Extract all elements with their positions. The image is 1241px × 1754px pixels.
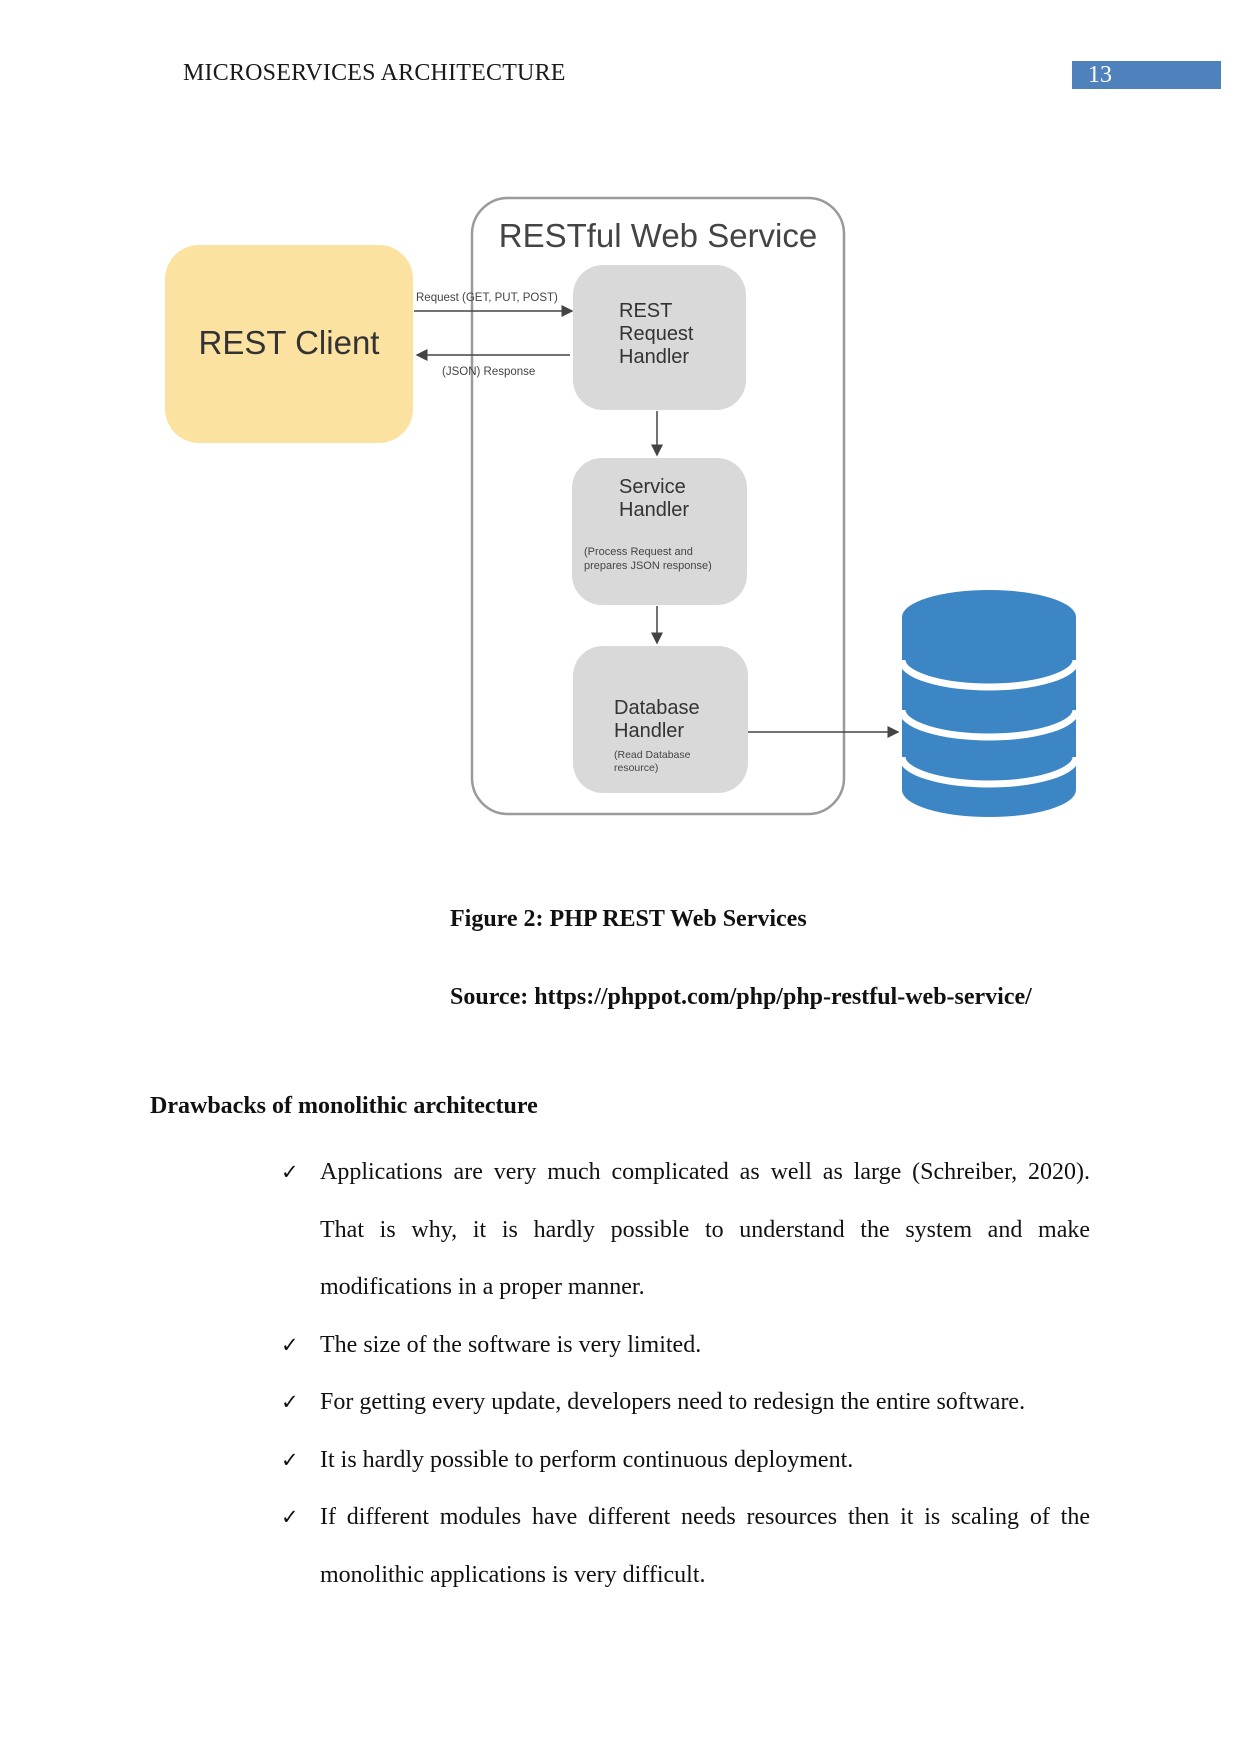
check-icon: ✓: [281, 1390, 299, 1414]
list-item-text: It is hardly possible to perform continu…: [320, 1446, 854, 1473]
list-item: ✓ For getting every update, developers n…: [280, 1374, 1090, 1432]
drawbacks-list: ✓ Applications are very much complicated…: [280, 1144, 1090, 1604]
figure-caption: Figure 2: PHP REST Web Services: [450, 906, 807, 932]
rest-client-box: [165, 245, 413, 443]
check-icon: ✓: [281, 1332, 299, 1357]
section-heading: Drawbacks of monolithic architecture: [150, 1093, 538, 1119]
list-item: ✓ If different modules have different ne…: [280, 1489, 1090, 1604]
request-handler-line-2: Request: [619, 323, 694, 345]
figure-diagram: RESTful Web Service REST Client Request …: [150, 180, 1100, 840]
list-item: ✓ Applications are very much complicated…: [280, 1144, 1090, 1317]
request-label: Request (GET, PUT, POST): [416, 292, 558, 304]
figure-source: Source: https://phppot.com/php/php-restf…: [450, 984, 1032, 1010]
list-item-text: If different modules have different need…: [320, 1504, 1090, 1588]
database-handler-box: [573, 646, 748, 793]
list-item-text: Applications are very much complicated a…: [320, 1159, 1090, 1300]
check-icon: ✓: [281, 1160, 299, 1184]
service-handler-note-2: prepares JSON response): [584, 560, 712, 572]
service-handler-line-1: Service: [619, 476, 686, 498]
page-number: 13: [1088, 62, 1112, 88]
page-number-bar: 13: [1072, 61, 1221, 89]
database-handler-line-2: Handler: [614, 720, 684, 742]
request-handler-line-3: Handler: [619, 346, 689, 368]
service-handler-line-2: Handler: [619, 499, 689, 521]
database-handler-line-1: Database: [614, 697, 700, 719]
check-icon: ✓: [281, 1447, 299, 1472]
container-title: RESTful Web Service: [499, 217, 818, 254]
database-handler-note-2: resource): [614, 762, 658, 774]
list-item: ✓ The size of the software is very limit…: [280, 1317, 1090, 1375]
list-item: ✓ It is hardly possible to perform conti…: [280, 1432, 1090, 1490]
list-item-text: The size of the software is very limited…: [320, 1331, 702, 1358]
service-handler-box: [572, 458, 747, 605]
database-handler-note-1: (Read Database: [614, 749, 691, 761]
response-label: (JSON) Response: [442, 366, 535, 378]
list-item-text: For getting every update, developers nee…: [320, 1389, 1026, 1415]
running-head: MICROSERVICES ARCHITECTURE: [183, 60, 566, 86]
database-icon: [898, 590, 1080, 817]
request-handler-box: [573, 265, 746, 410]
check-icon: ✓: [281, 1505, 299, 1529]
rest-client-label: REST Client: [199, 324, 380, 361]
service-handler-note-1: (Process Request and: [584, 546, 693, 558]
request-handler-line-1: REST: [619, 300, 672, 322]
